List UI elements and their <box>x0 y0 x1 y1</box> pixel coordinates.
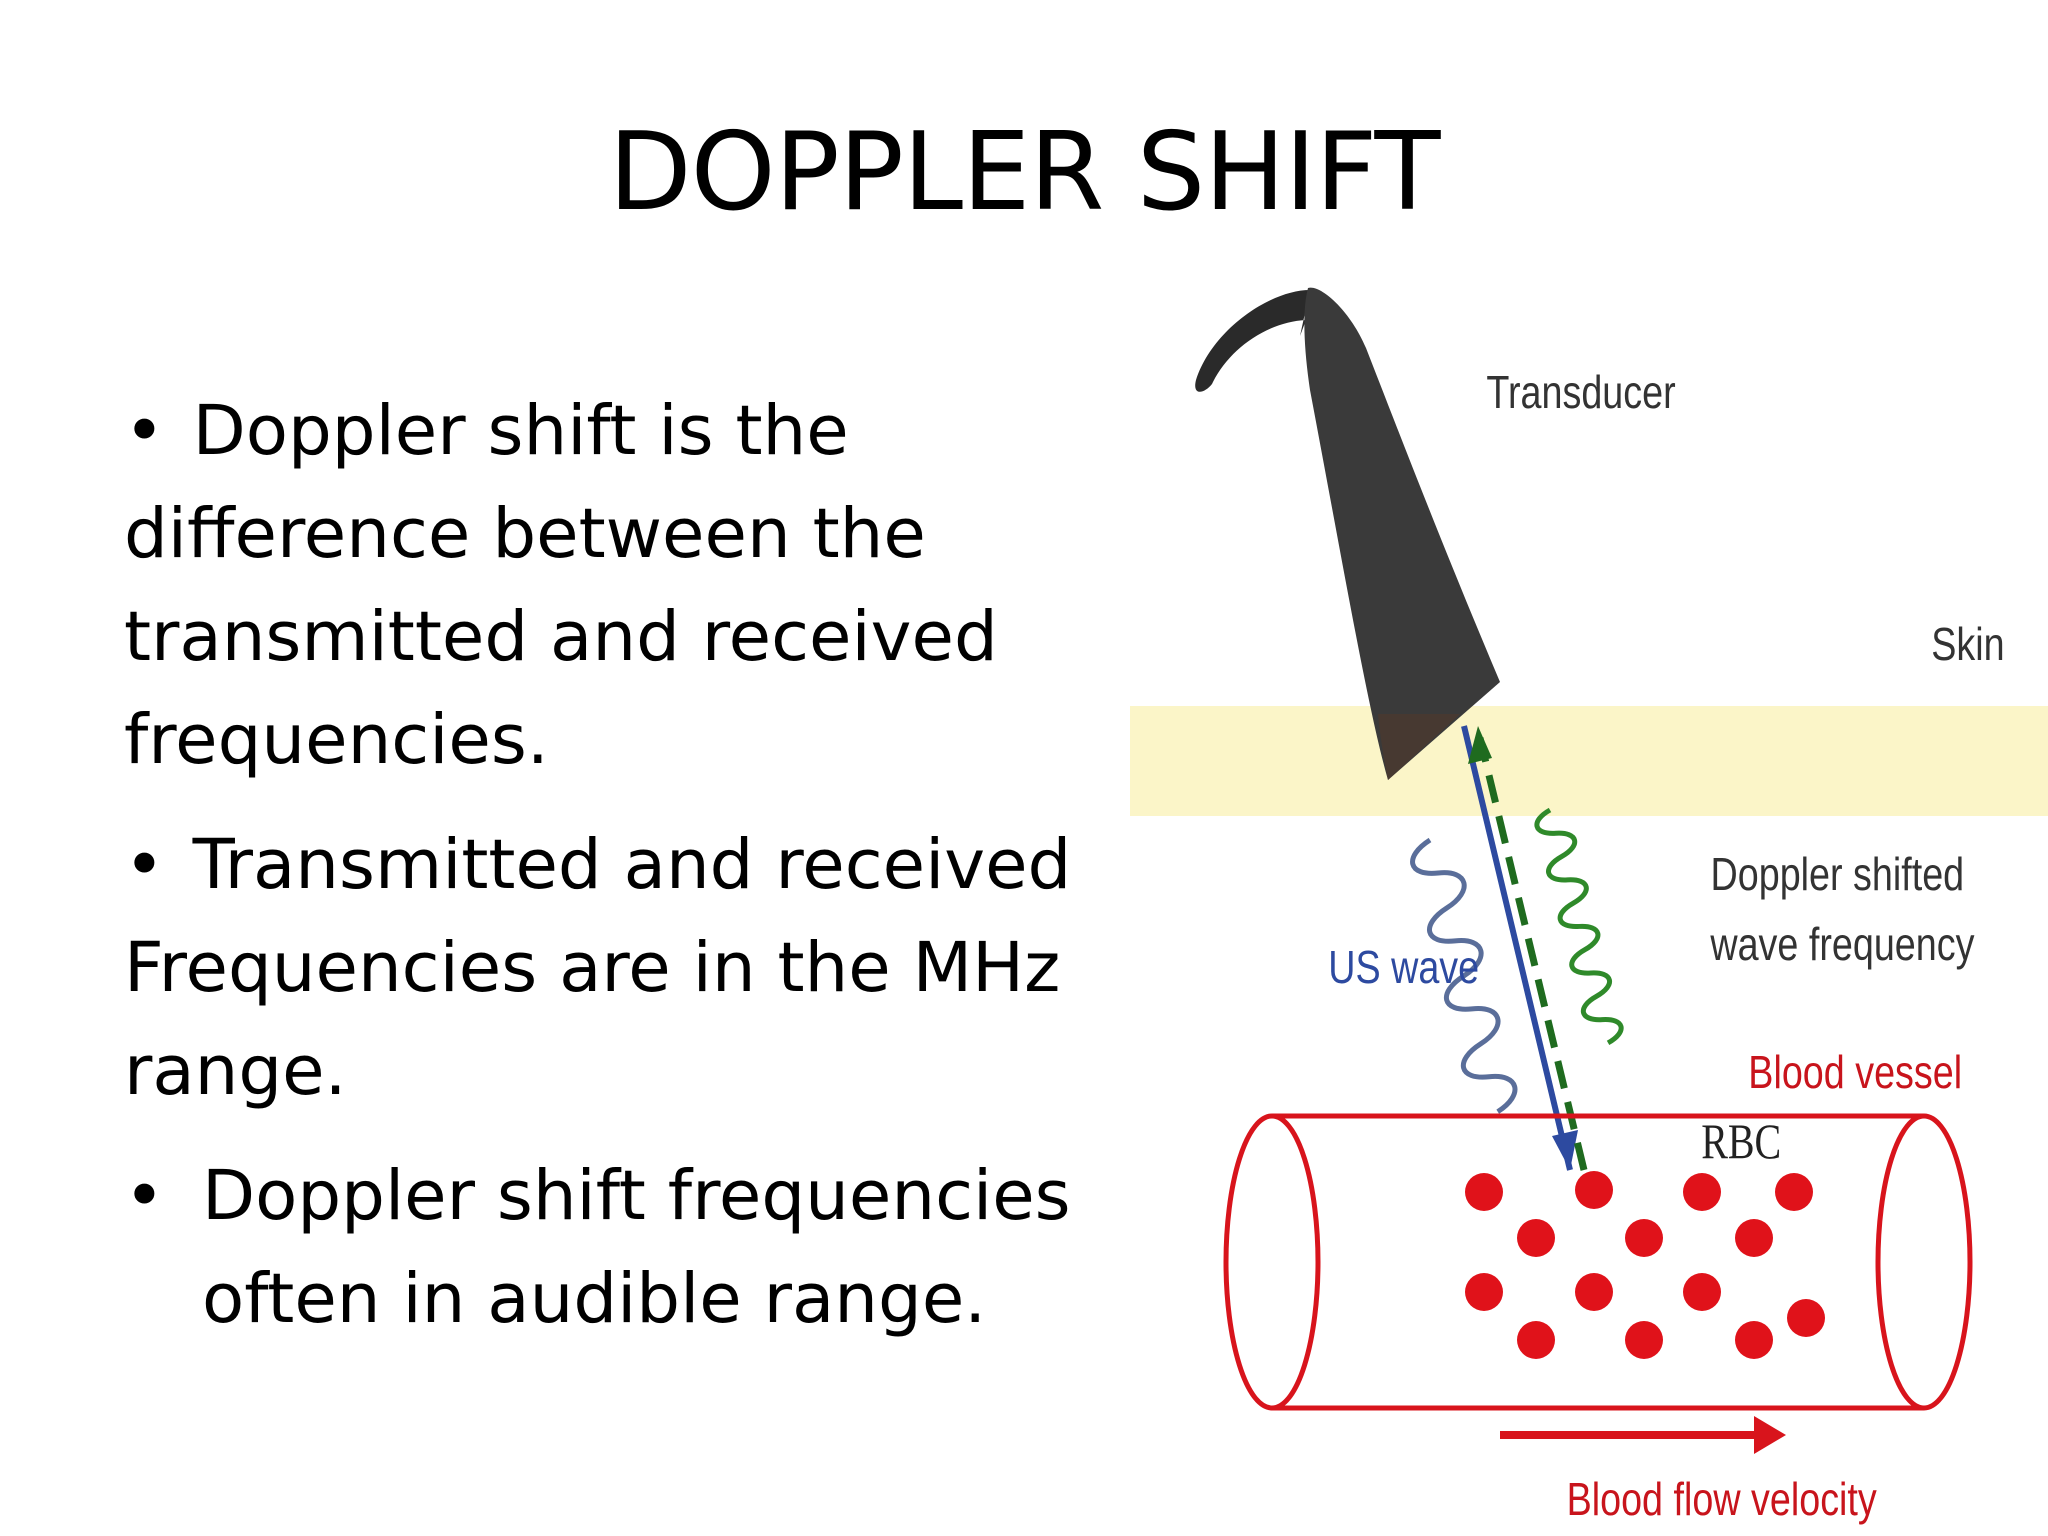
bullet-item: • Doppler shift frequencies often in aud… <box>124 1145 1124 1351</box>
label-blood-flow-velocity: Blood flow velocity <box>1567 1473 1877 1524</box>
rbc-dot <box>1735 1321 1773 1359</box>
doppler-diagram: Transducer Skin US wave Doppler shifted … <box>1130 270 2048 1536</box>
doppler-diagram-svg: Transducer Skin US wave Doppler shifted … <box>1130 287 2048 1525</box>
incident-arrowhead <box>1552 1130 1578 1170</box>
label-transducer: Transducer <box>1486 366 1675 417</box>
rbc-dot <box>1683 1273 1721 1311</box>
transducer-tip <box>1378 714 1460 780</box>
skin-layer <box>1130 706 2048 816</box>
label-blood-vessel: Blood vessel <box>1748 1046 1962 1097</box>
transducer-cable <box>1195 290 1310 392</box>
incident-beam <box>1461 725 1573 1171</box>
bullet-text: Doppler shift is the difference between … <box>124 391 998 780</box>
rbc-dot <box>1625 1219 1663 1257</box>
bullet-item: • Transmitted and received Frequencies a… <box>124 814 1124 1123</box>
bullet-marker: • <box>124 1156 165 1236</box>
rbc-dot <box>1465 1173 1503 1211</box>
rbc-dot <box>1787 1299 1825 1337</box>
bullet-list: • Doppler shift is the difference betwee… <box>124 380 1124 1373</box>
blood-vessel <box>1223 1113 1973 1411</box>
rbc-dot <box>1775 1173 1813 1211</box>
doppler-wave-squiggle <box>1534 807 1624 1046</box>
bullet-text: Transmitted and received Frequencies are… <box>124 825 1072 1111</box>
label-us-wave: US wave <box>1328 941 1479 992</box>
blood-flow-arrowhead <box>1754 1416 1786 1454</box>
rbc-dot <box>1735 1219 1773 1257</box>
rbc-dot <box>1683 1173 1721 1211</box>
label-wave-frequency: wave frequency <box>1709 918 1974 969</box>
transducer-probe <box>1304 287 1500 780</box>
slide-title: DOPPLER SHIFT <box>608 110 1440 235</box>
bullet-marker: • <box>124 825 165 905</box>
reflected-arrowhead <box>1468 726 1492 764</box>
bullet-marker: • <box>124 391 165 471</box>
label-rbc: RBC <box>1701 1114 1781 1169</box>
reflected-beam <box>1476 737 1588 1171</box>
us-wave-squiggle <box>1410 837 1518 1114</box>
red-blood-cells <box>1465 1171 1825 1359</box>
rbc-dot <box>1517 1321 1555 1359</box>
label-skin: Skin <box>1931 618 2004 669</box>
bullet-text: Doppler shift frequencies often in audib… <box>202 1156 1071 1339</box>
rbc-dot <box>1625 1321 1663 1359</box>
rbc-dot <box>1575 1273 1613 1311</box>
rbc-dot <box>1517 1219 1555 1257</box>
rbc-dot <box>1465 1273 1503 1311</box>
bullet-item: • Doppler shift is the difference betwee… <box>124 380 1124 792</box>
rbc-dot <box>1575 1171 1613 1209</box>
label-doppler-shifted: Doppler shifted <box>1711 848 1965 899</box>
